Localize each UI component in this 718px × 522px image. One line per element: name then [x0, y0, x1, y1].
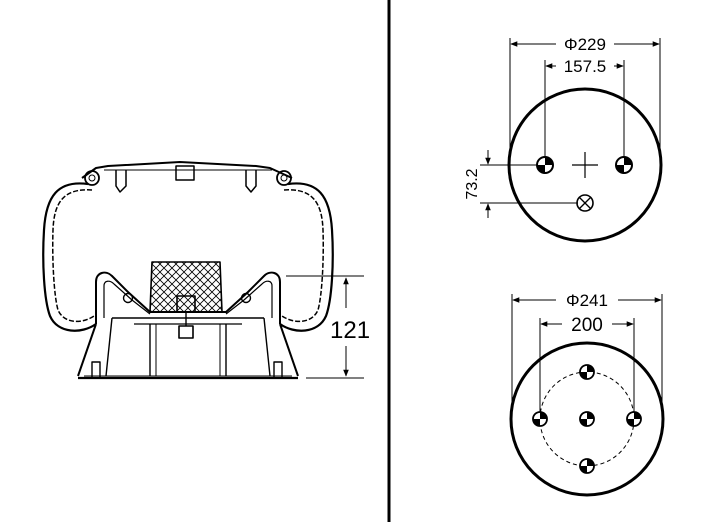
bottom-stud-right: [273, 361, 283, 379]
top-offset-label: 73.2: [464, 168, 481, 199]
bellows-right-outer: [279, 182, 334, 332]
bottom-outer-diameter-label: Φ241: [566, 291, 608, 310]
bottom-plate-circle: [509, 341, 665, 497]
bottom-stud-left: [91, 361, 101, 379]
crimp-left: [84, 170, 100, 186]
top-plate: [81, 161, 293, 179]
bottom-center-hole: [579, 411, 595, 427]
bottom-bolt-hole-bottom: [579, 458, 595, 474]
bottom-bolt-hole-left: [532, 411, 548, 427]
bottom-bolt-hole-top: [579, 364, 595, 380]
center-bolt: [178, 325, 194, 339]
top-bolt-spacing-label: 157.5: [564, 57, 607, 76]
bellows-left-inner: [52, 189, 95, 323]
top-plate-view: [480, 38, 663, 243]
bottom-bolt-hole-right: [626, 411, 642, 427]
height-dimension-label: 121: [330, 317, 370, 344]
top-outer-diameter-label: Φ229: [564, 35, 606, 54]
bottom-bolt-circle-label: 200: [571, 315, 603, 336]
height-dimension: [286, 275, 364, 379]
top-air-fitting: [175, 165, 195, 181]
air-inlet-icon: [576, 194, 594, 212]
crimp-right: [276, 170, 292, 186]
bellows-right-inner: [281, 189, 324, 323]
bellows-left-outer: [42, 182, 97, 332]
top-bolt-hole-right: [615, 156, 633, 174]
air-spring-side-view: [42, 161, 334, 380]
top-bolt-hole-left: [536, 156, 554, 174]
bump-stop: [149, 261, 223, 313]
top-stud-left: [115, 170, 127, 193]
top-stud-right: [245, 170, 257, 193]
